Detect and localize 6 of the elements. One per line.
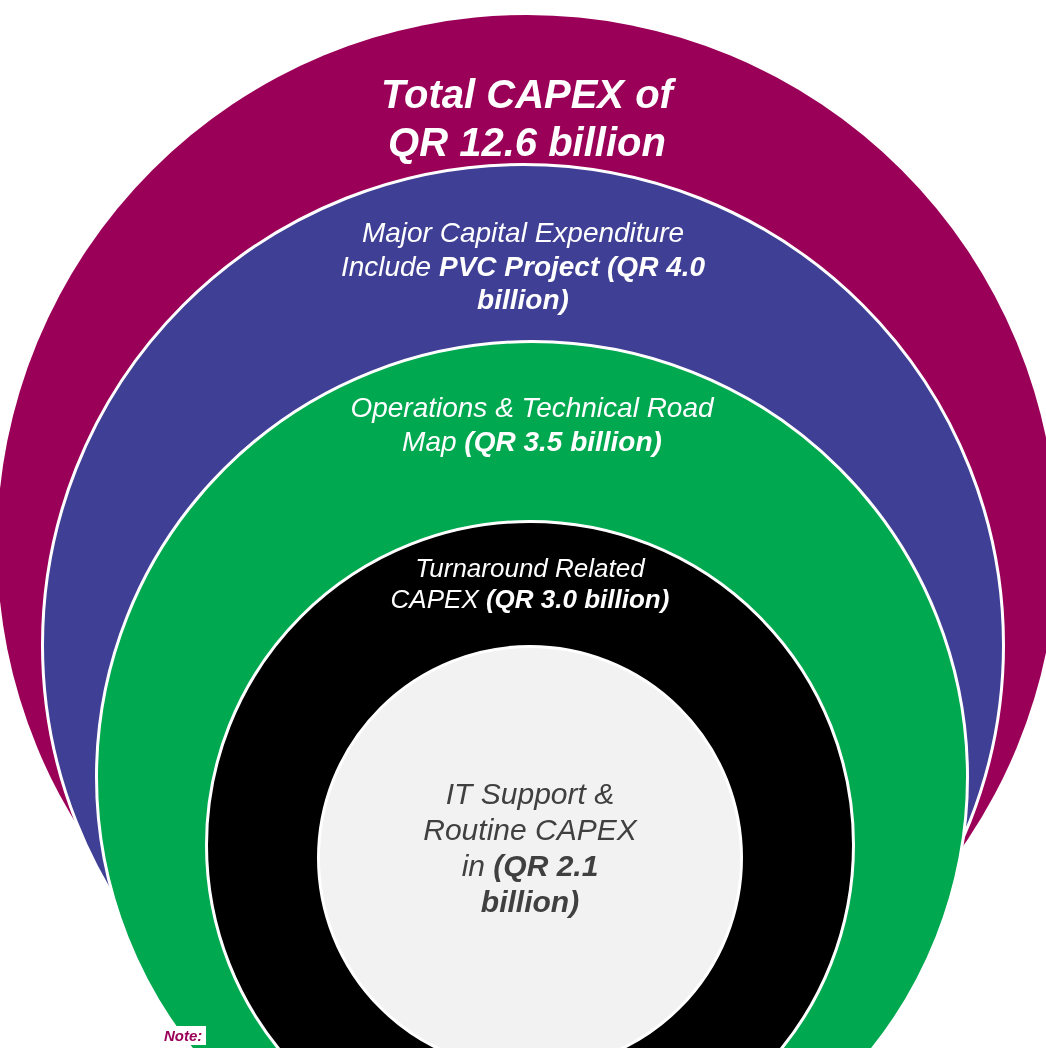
nested-circle bbox=[0, 15, 1046, 1048]
circle-label: IT Support & Routine CAPEX in (QR 2.1 billion) bbox=[422, 776, 639, 920]
circle-label: Operations & Technical Road Map (QR 3.5 billion) bbox=[349, 391, 716, 459]
circle-label: Major Capital Expenditure Include PVC Project (QR 4.0 billion) bbox=[339, 216, 707, 317]
circle-label: Turnaround Related CAPEX (QR 3.0 billion) bbox=[389, 553, 671, 616]
circle-label: Total CAPEX of QR 12.6 billion bbox=[357, 70, 697, 166]
